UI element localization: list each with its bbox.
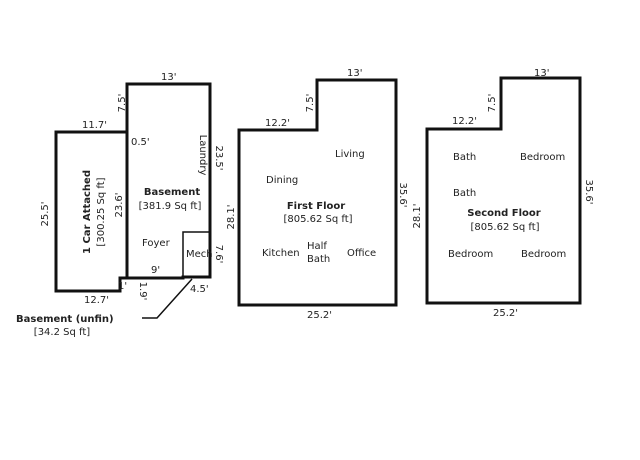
room-label-laundry: Laundry <box>197 135 208 176</box>
room-label-bedroom-lower-right: Bedroom <box>521 249 566 260</box>
basement-title: Basement <box>144 187 200 198</box>
second-floor-title: Second Floor <box>467 208 541 219</box>
room-label-bath-upper: Bath <box>453 152 476 163</box>
garage-notch-dimension: 1' <box>118 281 127 292</box>
room-label-bedroom-lower-left: Bedroom <box>448 249 493 260</box>
first-floor-section: 13' 7.5' 12.2' Living Dining First Floor… <box>226 68 408 321</box>
second-floor-section: 13' 7.5' 12.2' Bath Bedroom Bath Second … <box>412 68 594 319</box>
first-floor-outline <box>237 78 398 307</box>
second-floor-area: [805.62 Sq ft] <box>470 222 539 233</box>
basement-top-dimension: 13' <box>161 72 176 83</box>
first-floor-left-dimension: 28.1' <box>226 204 237 229</box>
unfin-leader-line <box>142 278 193 319</box>
unfin-title: Basement (unfin) <box>16 314 114 325</box>
room-label-bath-lower: Bath <box>453 188 476 199</box>
second-floor-notch-vertical-dimension: 7.5' <box>487 94 498 113</box>
garage-right-dimension: 23.6' <box>114 192 125 217</box>
mech-right-dimension: 7.6' <box>213 245 224 264</box>
first-floor-area: [805.62 Sq ft] <box>283 214 352 225</box>
basement-notch-vertical-dimension: 7.5' <box>117 94 128 113</box>
second-floor-right-dimension: 35.6' <box>583 179 594 204</box>
basement-area: [381.9 Sq ft] <box>139 201 202 212</box>
room-label-bedroom-upper: Bedroom <box>520 152 565 163</box>
garage-title: 1 Car Attached <box>82 170 93 254</box>
garage-left-dimension: 25.5' <box>40 201 51 226</box>
first-floor-bottom-dimension: 25.2' <box>307 310 332 321</box>
garage-top-dimension: 11.7' <box>82 120 107 131</box>
mech-bottom-dimension: 4.5' <box>190 284 209 295</box>
first-floor-top-dimension: 13' <box>347 68 362 79</box>
first-floor-right-dimension: 35.6' <box>397 182 408 207</box>
second-floor-bottom-dimension: 25.2' <box>493 308 518 319</box>
garage-section: 11.7' 25.5' 23.6' 1 Car Attached [300.25… <box>40 120 129 306</box>
basement-section: 13' 7.5' 0.5' Laundry 23.5' Basement [38… <box>16 72 224 338</box>
garage-bottom-dimension: 12.7' <box>84 295 109 306</box>
room-label-living: Living <box>335 149 365 160</box>
room-label-half-bath: Bath <box>307 254 330 265</box>
first-floor-notch-vertical-dimension: 7.5' <box>305 94 316 113</box>
second-floor-top-dimension: 13' <box>534 68 549 79</box>
mech-room-outline <box>182 231 211 278</box>
second-floor-outline <box>425 76 582 305</box>
basement-right-dimension: 23.5' <box>213 145 224 170</box>
basement-notch-horizontal-dimension: 0.5' <box>131 137 150 148</box>
room-label-half: Half <box>307 241 327 252</box>
room-label-kitchen: Kitchen <box>262 248 300 259</box>
second-floor-left-dimension: 28.1' <box>412 203 423 228</box>
room-label-foyer: Foyer <box>142 238 171 249</box>
room-label-mech: Mech <box>186 249 213 260</box>
unfin-area: [34.2 Sq ft] <box>34 327 90 338</box>
second-floor-notch-horizontal-dimension: 12.2' <box>452 116 477 127</box>
room-label-office: Office <box>347 248 376 259</box>
first-floor-notch-horizontal-dimension: 12.2' <box>265 118 290 129</box>
garage-area: [300.25 Sq ft] <box>96 177 107 246</box>
first-floor-title: First Floor <box>287 201 345 212</box>
room-label-dining: Dining <box>266 175 298 186</box>
basement-step-dimension: 1.9' <box>137 282 148 301</box>
foyer-bottom-dimension: 9' <box>151 265 160 276</box>
